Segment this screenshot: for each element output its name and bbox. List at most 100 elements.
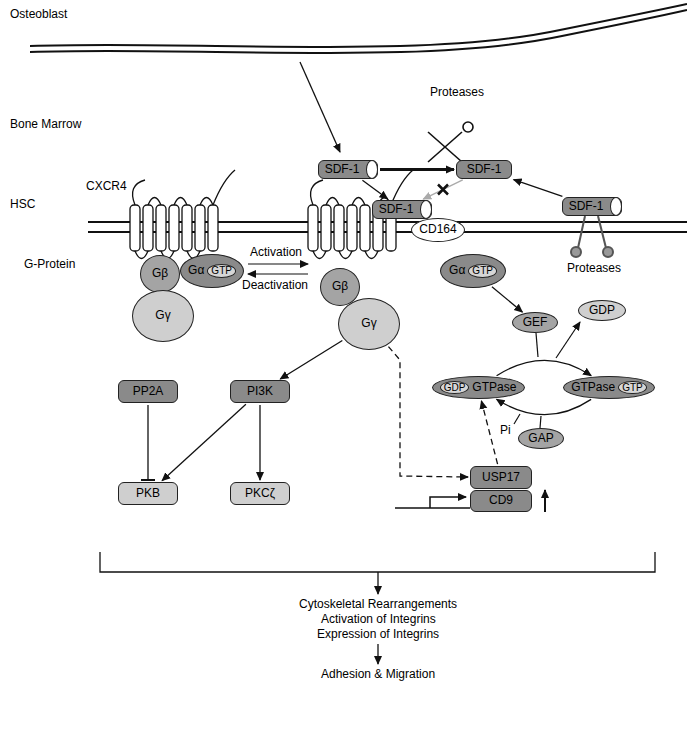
- gap-link: [540, 416, 541, 428]
- deactivation-arrow: [248, 273, 308, 274]
- arrow-connector: [514, 180, 563, 197]
- transmembrane-helix: [182, 205, 192, 251]
- nucleotide-label: GTP: [468, 264, 497, 278]
- helix-loop: [339, 251, 352, 259]
- arrow-connector: [162, 404, 246, 480]
- arrow-connector: [380, 168, 454, 171]
- arrow-connector: [423, 180, 462, 199]
- node-label: CD9: [489, 494, 513, 508]
- secretion-arrow: [300, 62, 340, 152]
- node-label: USP17: [482, 471, 520, 485]
- transmembrane-helix: [334, 205, 344, 251]
- gene-product-box: CD9: [470, 490, 532, 512]
- helix-loop: [326, 198, 339, 206]
- osteoblast-membrane: [30, 10, 687, 53]
- block-mark: [438, 185, 448, 195]
- g-alpha-oval: GαGTP: [440, 254, 506, 288]
- node-label: Gγ: [361, 317, 376, 331]
- node-label: GTPase: [472, 381, 516, 395]
- helix-loop: [313, 251, 326, 259]
- node-label: GDP: [589, 304, 615, 318]
- arrow-connector: [259, 405, 260, 480]
- helix-loop: [352, 198, 365, 206]
- process-box: PKCζ: [230, 482, 290, 505]
- helix-loop: [365, 251, 378, 259]
- gtpase-oval: GTPaseGTP: [563, 376, 655, 399]
- text-label: Activation of Integrins: [319, 613, 438, 627]
- node-label: GAP: [528, 432, 553, 446]
- node-label: Gα: [188, 264, 204, 278]
- text-label: HSC: [8, 198, 37, 212]
- text-label: Bone Marrow: [8, 118, 83, 132]
- gef-link: [536, 333, 538, 357]
- result-arrow: [377, 572, 378, 594]
- nucleotide-label: GDP: [440, 381, 470, 395]
- node-label: PP2A: [133, 385, 164, 399]
- node-label: SDF-1: [467, 163, 502, 177]
- nucleotide-label: GTP: [618, 381, 647, 395]
- n-terminus: [133, 180, 145, 205]
- arrow-connector: [492, 287, 522, 312]
- arrow-connector: [497, 399, 592, 414]
- text-label: Proteases: [428, 86, 486, 100]
- g-beta-circle: Gβ: [140, 255, 180, 293]
- ligand-box: SDF-1: [562, 197, 622, 216]
- node-label: PKB: [136, 487, 160, 501]
- text-label: CXCR4: [84, 180, 129, 194]
- arrow-connector: [362, 180, 387, 199]
- g-gamma-circle: Gγ: [338, 298, 400, 350]
- arrow-connector: [481, 401, 497, 464]
- cd164-oval: CD164: [411, 218, 465, 242]
- g-gamma-circle: Gγ: [132, 290, 194, 342]
- n-terminus: [311, 180, 323, 205]
- arrow-connector: [497, 360, 592, 375]
- protease-anchor: [571, 216, 613, 257]
- transmembrane-helix: [360, 205, 370, 251]
- g-alpha-oval: GαGTP: [180, 254, 244, 288]
- transmembrane-helix: [143, 205, 153, 251]
- gdp-release: [556, 322, 580, 358]
- transmembrane-helix: [347, 205, 357, 251]
- bound-ligand-box: SDF-1: [372, 200, 432, 219]
- transmembrane-helix: [321, 205, 331, 251]
- bracket: [100, 552, 655, 572]
- ligand-box: SDF-1: [318, 160, 378, 179]
- node-label: GTPase: [571, 381, 615, 395]
- text-label: G-Protein: [22, 258, 77, 272]
- transmembrane-helix: [208, 205, 218, 251]
- gdp-oval: GDP: [578, 300, 626, 321]
- arrow-connector: [280, 340, 342, 378]
- text-label: Cytoskeletal Rearrangements: [297, 598, 459, 612]
- node-label: Gβ: [152, 267, 168, 281]
- promoter-arrow: [430, 497, 466, 508]
- activation-arrow: [248, 263, 308, 264]
- gtpase-oval: GDPGTPase: [432, 376, 525, 399]
- text-label: Activation: [248, 246, 304, 260]
- node-label: PI3K: [247, 385, 273, 399]
- transmembrane-helix: [169, 205, 179, 251]
- receptor-tail: [213, 170, 235, 205]
- text-label: Osteoblast: [8, 8, 69, 22]
- node-label: SDF-1: [379, 203, 414, 217]
- transmembrane-helix: [195, 205, 205, 251]
- ligand-cap: [366, 160, 378, 179]
- node-label: GEF: [523, 316, 548, 330]
- node-label: SDF-1: [569, 200, 604, 214]
- transmembrane-helix: [130, 205, 140, 251]
- process-box: PI3K: [230, 380, 290, 403]
- process-box: PKB: [118, 482, 178, 505]
- transmembrane-helix: [156, 205, 166, 251]
- text-label: Deactivation: [240, 279, 310, 293]
- text-label: Expression of Integrins: [315, 628, 441, 642]
- ligand-cap: [610, 197, 622, 216]
- node-label: CD164: [419, 223, 456, 237]
- node-label: Gα: [449, 264, 465, 278]
- helix-loop: [200, 198, 213, 206]
- node-label: Gγ: [155, 309, 170, 323]
- node-label: Gβ: [332, 280, 348, 294]
- cleaved-ligand-box: SDF-1: [456, 160, 512, 179]
- arrow-connector: [388, 347, 468, 477]
- gene-line: [395, 507, 470, 508]
- text-label: Adhesion & Migration: [319, 668, 437, 682]
